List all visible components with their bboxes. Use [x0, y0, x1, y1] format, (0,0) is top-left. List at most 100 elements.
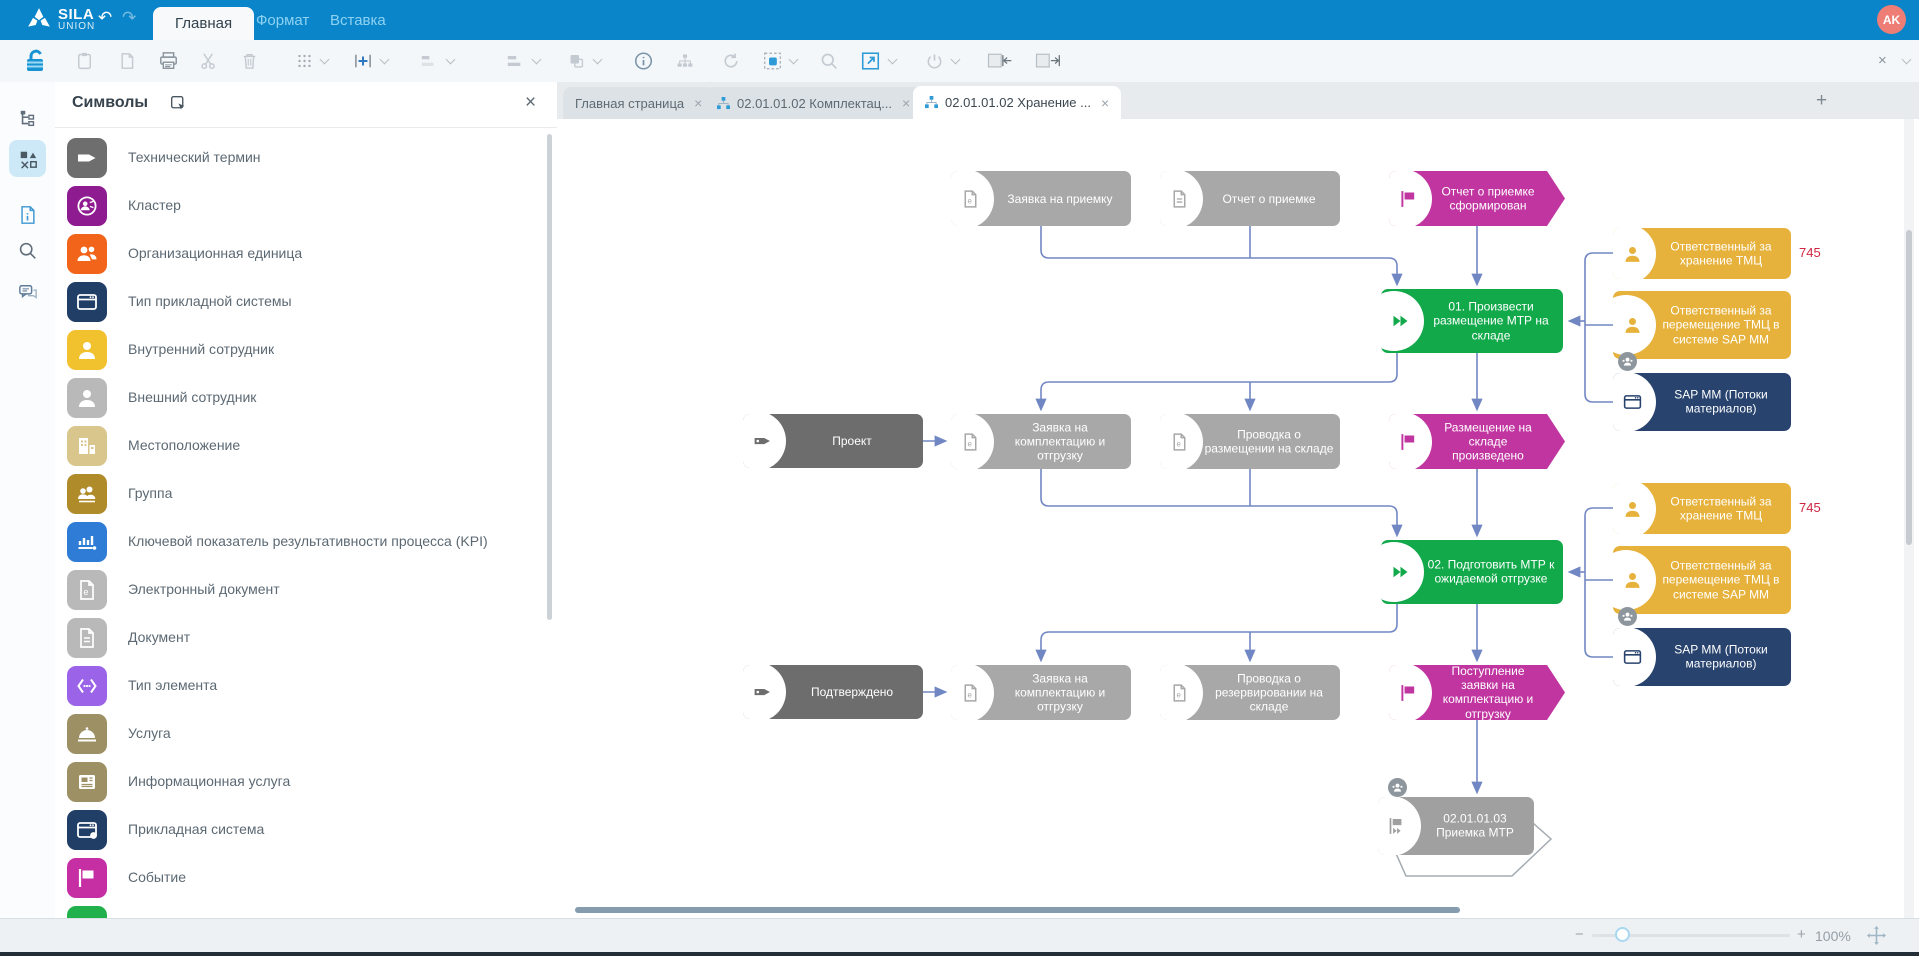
symbol-item-location[interactable]: Местоположение — [55, 426, 550, 474]
node-position[interactable]: Ответственный за перемещение ТМЦ в систе… — [1613, 291, 1791, 359]
symbol-item-cluster[interactable]: Кластер — [55, 186, 550, 234]
symbol-item-kpi[interactable]: Ключевой показатель результативности про… — [55, 522, 550, 570]
app-lock-icon[interactable] — [22, 47, 50, 75]
node-function-01[interactable]: 01. Произвести размещение МТР на складе — [1381, 289, 1563, 353]
node-event[interactable]: Отчет о приемке сформирован — [1389, 171, 1565, 226]
symbol-item-external-employee[interactable]: Внешний сотрудник — [55, 378, 550, 426]
node-electronic-document[interactable]: Заявка на комплектацию и отгрузку — [951, 665, 1131, 720]
node-event[interactable]: Поступление заявки на комплектацию и отг… — [1389, 665, 1565, 720]
node-position[interactable]: Ответственный за хранение ТМЦ — [1613, 483, 1791, 534]
refresh-icon[interactable] — [722, 52, 740, 70]
symbol-item-information-service[interactable]: Информационная услуга — [55, 762, 550, 810]
menu-tab-format[interactable]: Формат — [256, 11, 310, 29]
node-electronic-document[interactable]: Проводка о резервировании на складе — [1160, 665, 1340, 720]
symbol-item-app-system-type[interactable]: Тип прикладной системы — [55, 282, 550, 330]
symbol-item-application-system[interactable]: Прикладная система — [55, 810, 550, 858]
org-link-badge-icon[interactable] — [1618, 607, 1637, 626]
menu-tab-insert[interactable]: Вставка — [330, 11, 386, 29]
symbol-item-element-type[interactable]: Тип элемента — [55, 666, 550, 714]
open-external-chevron-icon[interactable] — [887, 54, 898, 65]
print-icon[interactable] — [159, 52, 178, 70]
insert-between-chevron-icon[interactable] — [379, 54, 390, 65]
zoom-slider-knob[interactable] — [1615, 927, 1630, 942]
node-function-02[interactable]: 02. Подготовить МТР к ожидаемой отгрузке — [1381, 540, 1563, 604]
org-link-badge-icon[interactable] — [1388, 778, 1407, 797]
doc-tab-close-icon[interactable]: × — [694, 95, 703, 111]
rail-search-icon[interactable] — [9, 232, 46, 269]
power-chevron-icon[interactable] — [950, 54, 961, 65]
doc-tab-komplektacia[interactable]: 02.01.01.02 Комплектац... × — [705, 87, 923, 119]
toolbar-close-icon[interactable]: × — [1878, 52, 1887, 69]
selection-chevron-icon[interactable] — [788, 54, 799, 65]
panel-scrollbar[interactable] — [547, 134, 552, 620]
new-page-icon[interactable] — [119, 52, 135, 70]
node-application-system[interactable]: SAP MM (Потоки материалов) — [1613, 628, 1791, 686]
rail-comments-icon[interactable] — [9, 274, 46, 311]
doc-tab-close-icon[interactable]: × — [902, 95, 911, 111]
detach-panel-icon[interactable] — [170, 95, 187, 117]
zoom-in-icon[interactable]: + — [1797, 926, 1806, 943]
delete-icon[interactable] — [242, 52, 257, 70]
layers-icon[interactable] — [568, 53, 585, 70]
node-technical-term[interactable]: Проект — [743, 414, 923, 468]
insert-between-icon[interactable] — [354, 53, 372, 69]
user-avatar[interactable]: AK — [1877, 5, 1906, 34]
grid-layout-chevron-icon[interactable] — [319, 54, 330, 65]
layers-chevron-icon[interactable] — [592, 54, 603, 65]
node-document[interactable]: Отчет о приемке — [1160, 171, 1340, 226]
pin-left-icon[interactable] — [986, 53, 1013, 70]
search-icon[interactable] — [820, 52, 838, 70]
align-chevron-icon[interactable] — [445, 54, 456, 65]
undo-icon[interactable]: ↶ — [98, 8, 113, 27]
node-electronic-document[interactable]: Проводка о размещении на складе — [1160, 414, 1340, 469]
distribute-icon[interactable] — [506, 54, 523, 69]
node-position[interactable]: Ответственный за хранение ТМЦ — [1613, 228, 1791, 279]
pan-mode-icon[interactable] — [1866, 925, 1887, 951]
zoom-out-icon[interactable]: − — [1575, 926, 1584, 943]
align-icon[interactable] — [420, 54, 437, 69]
org-link-badge-icon[interactable] — [1618, 352, 1637, 371]
hierarchy-icon[interactable] — [676, 53, 694, 70]
symbol-item-internal-employee[interactable]: Внутренний сотрудник — [55, 330, 550, 378]
symbol-item-group[interactable]: Группа — [55, 474, 550, 522]
info-icon[interactable] — [634, 52, 653, 71]
rail-document-icon[interactable] — [9, 196, 46, 233]
toolbar-collapse-icon[interactable] — [1901, 54, 1912, 65]
zoom-slider-track[interactable] — [1592, 934, 1790, 937]
node-application-system[interactable]: SAP MM (Потоки материалов) — [1613, 373, 1791, 431]
symbol-item-electronic-document[interactable]: Электронный документ — [55, 570, 550, 618]
add-tab-button[interactable]: + — [1816, 90, 1828, 111]
node-electronic-document[interactable]: Заявка на приемку — [951, 171, 1131, 226]
pin-right-icon[interactable] — [1034, 53, 1061, 70]
symbols-panel-close-icon[interactable]: × — [525, 92, 537, 113]
vertical-scrollbar[interactable] — [1904, 119, 1914, 918]
grid-layout-icon[interactable] — [296, 53, 313, 70]
symbol-item-document[interactable]: Документ — [55, 618, 550, 666]
node-event[interactable]: Размещение на складе произведено — [1389, 414, 1565, 469]
rail-model-tree-icon[interactable] — [9, 100, 46, 137]
node-electronic-document[interactable]: Заявка на комплектацию и отгрузку — [951, 414, 1131, 469]
vertical-scrollbar-thumb[interactable] — [1906, 230, 1912, 545]
symbol-item-service[interactable]: Услуга — [55, 714, 550, 762]
node-position[interactable]: Ответственный за перемещение ТМЦ в систе… — [1613, 546, 1791, 614]
distribute-chevron-icon[interactable] — [531, 54, 542, 65]
doc-tab-close-icon[interactable]: × — [1100, 94, 1110, 111]
cut-icon[interactable] — [200, 52, 217, 70]
symbol-item-partial[interactable] — [55, 906, 550, 946]
rail-symbols-icon[interactable] — [9, 140, 46, 177]
power-icon[interactable] — [926, 53, 943, 70]
open-external-icon[interactable] — [861, 52, 880, 71]
symbol-item-org-unit[interactable]: Организационная единица — [55, 234, 550, 282]
doc-tab-home[interactable]: Главная страница × — [563, 87, 715, 119]
redo-icon[interactable]: ↷ — [122, 8, 137, 27]
symbol-item-event[interactable]: Событие — [55, 858, 550, 906]
node-process-interface[interactable]: 02.01.01.03 Приемка МТР — [1378, 797, 1534, 855]
app-logo[interactable]: SILA UNION — [26, 5, 95, 33]
selection-icon[interactable] — [763, 52, 782, 71]
menu-tab-home[interactable]: Главная — [153, 7, 255, 40]
horizontal-scrollbar-thumb[interactable] — [575, 907, 1460, 913]
doc-tab-hranenie[interactable]: 02.01.01.02 Хранение ... × — [913, 86, 1122, 119]
symbol-item-technical-term[interactable]: Технический термин — [55, 138, 550, 186]
node-technical-term[interactable]: Подтверждено — [743, 665, 923, 719]
paste-icon[interactable] — [76, 52, 93, 70]
